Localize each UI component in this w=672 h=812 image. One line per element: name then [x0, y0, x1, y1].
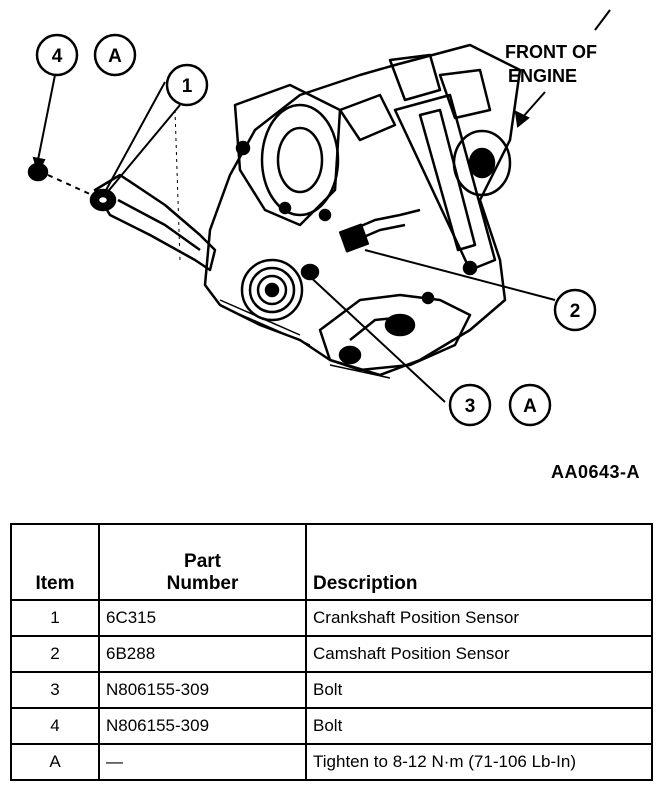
cell-part: N806155-309	[98, 707, 307, 745]
header-part-line2: Number	[166, 573, 239, 594]
cell-part: N806155-309	[98, 671, 307, 709]
cell-description: Camshaft Position Sensor	[305, 635, 653, 673]
front-of-engine-label-line2: ENGINE	[508, 66, 577, 86]
callout-1-label: 1	[182, 76, 193, 97]
table-row: 4 N806155-309 Bolt	[10, 707, 653, 745]
callout-a-top: A	[93, 33, 137, 77]
engine-diagram: 4 A 1 2 3 A FRONT OF ENGINE	[27, 9, 611, 427]
cell-description: Crankshaft Position Sensor	[305, 599, 653, 637]
cell-item: 1	[10, 599, 100, 637]
front-of-engine-label-line1: FRONT OF	[505, 42, 597, 62]
cell-description: Bolt	[305, 671, 653, 709]
cell-description: Tighten to 8-12 N·m (71-106 Lb-In)	[305, 743, 653, 781]
cell-item: 4	[10, 707, 100, 745]
figure-id: AA0643-A	[550, 462, 640, 482]
leader-lines	[32, 9, 611, 403]
callout-4: 4	[35, 33, 79, 77]
callout-2: 2	[553, 288, 597, 332]
header-description: Description	[305, 523, 653, 601]
header-part-line1: Part	[184, 551, 221, 572]
engine-drawing	[27, 43, 522, 379]
callout-3-label: 3	[465, 396, 476, 417]
callout-a-bottom: A	[508, 383, 552, 427]
header-part-number: Part Number	[98, 523, 307, 601]
cell-item: A	[10, 743, 100, 781]
table-row: 2 6B288 Camshaft Position Sensor	[10, 635, 653, 673]
parts-table: Item Part Number Description 1 6C315 Cra…	[10, 523, 653, 781]
cell-description: Bolt	[305, 707, 653, 745]
callout-3: 3	[448, 383, 492, 427]
callout-a-top-label: A	[108, 46, 122, 67]
table-row: 1 6C315 Crankshaft Position Sensor	[10, 599, 653, 637]
callout-2-label: 2	[570, 301, 581, 322]
callout-1: 1	[165, 63, 209, 107]
cell-item: 3	[10, 671, 100, 709]
header-item: Item	[10, 523, 100, 601]
callout-4-label: 4	[52, 46, 63, 67]
cell-part: 6B288	[98, 635, 307, 673]
cell-part: 6C315	[98, 599, 307, 637]
table-row: 3 N806155-309 Bolt	[10, 671, 653, 709]
callout-a-bottom-label: A	[523, 396, 537, 417]
cell-part: —	[98, 743, 307, 781]
table-row: A — Tighten to 8-12 N·m (71-106 Lb-In)	[10, 743, 653, 781]
cell-item: 2	[10, 635, 100, 673]
table-header-row: Item Part Number Description	[10, 523, 653, 601]
